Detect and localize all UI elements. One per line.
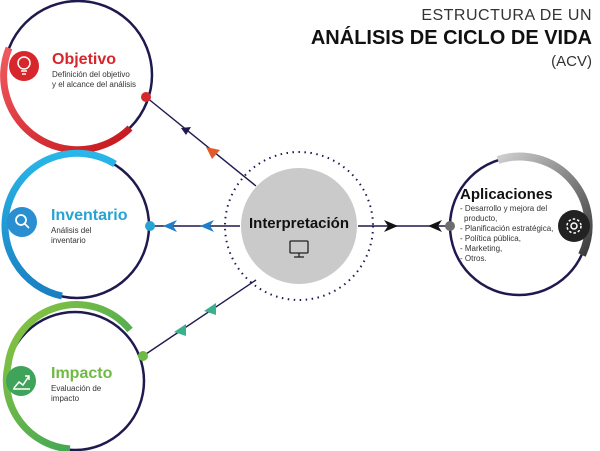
node-interpretacion — [224, 151, 374, 301]
connector-inventario — [150, 220, 240, 232]
search-icon — [15, 214, 30, 229]
inventario-dot — [145, 221, 155, 231]
arrow-objetivo-2 — [206, 147, 220, 159]
arrow-inventario-1 — [163, 220, 177, 232]
monitor-icon — [289, 240, 309, 258]
inventario-name: Inventario — [51, 207, 128, 224]
aplicaciones-item: - Marketing, — [460, 244, 503, 253]
objetivo-name: Objetivo — [52, 51, 117, 68]
aplicaciones-item: - Planificación estratégica, — [460, 224, 554, 233]
arrow-impacto-2 — [204, 303, 216, 315]
title-line2: ANÁLISIS DE CICLO DE VIDA — [310, 27, 592, 49]
inventario-icon-badge — [7, 207, 37, 237]
lightbulb-icon — [17, 56, 31, 75]
impacto-desc-line2: impacto — [51, 394, 80, 403]
connector-objetivo — [145, 96, 257, 187]
arrow-objetivo-1 — [181, 127, 191, 135]
node-objetivo — [0, 0, 154, 154]
node-inventario — [1, 149, 155, 300]
aplicaciones-item: - Otros. — [460, 254, 487, 263]
inventario-desc-line1: Análisis del — [51, 226, 92, 235]
aplicaciones-item: producto, — [464, 214, 498, 223]
node-impacto — [2, 301, 148, 451]
title-line1: ESTRUCTURA DE UN — [421, 7, 592, 24]
gear-icon — [566, 218, 582, 234]
connector-impacto — [142, 279, 257, 357]
title-line3: (ACV) — [551, 53, 592, 70]
aplicaciones-icon-badge — [558, 210, 590, 242]
impacto-icon-badge — [6, 366, 36, 396]
objetivo-label: Objetivo Definición del objetivo y el al… — [52, 50, 136, 90]
aplicaciones-item: - Política pública, — [460, 234, 521, 243]
impacto-dot — [138, 351, 148, 361]
connector-aplicaciones — [358, 220, 450, 232]
arrow-aplicaciones-1 — [384, 220, 398, 232]
arrow-inventario-2 — [200, 220, 214, 232]
aplicaciones-dot — [445, 221, 455, 231]
arrow-impacto-1 — [174, 324, 186, 336]
aplicaciones-label: Aplicaciones - Desarrollo y mejora del p… — [460, 186, 553, 264]
interpretacion-name: Interpretación — [248, 215, 350, 232]
chart-icon — [13, 375, 30, 390]
aplicaciones-name: Aplicaciones — [460, 186, 553, 203]
title-block: ESTRUCTURA DE UN ANÁLISIS DE CICLO DE VI… — [311, 6, 592, 72]
objetivo-desc-line1: Definición del objetivo — [52, 70, 130, 79]
aplicaciones-item: - Desarrollo y mejora del — [460, 204, 548, 213]
objetivo-dot — [141, 92, 151, 102]
arrow-aplicaciones-2 — [428, 220, 442, 232]
objetivo-icon-badge — [9, 51, 39, 81]
impacto-name: Impacto — [51, 365, 113, 382]
objetivo-desc-line2: y el alcance del análisis — [52, 80, 137, 89]
impacto-label: Impacto Evaluación de impacto — [51, 364, 112, 404]
inventario-label: Inventario Análisis del inventario — [51, 206, 127, 246]
node-aplicaciones — [445, 152, 593, 297]
inventario-desc-line2: inventario — [51, 236, 86, 245]
impacto-desc-line1: Evaluación de — [51, 384, 102, 393]
